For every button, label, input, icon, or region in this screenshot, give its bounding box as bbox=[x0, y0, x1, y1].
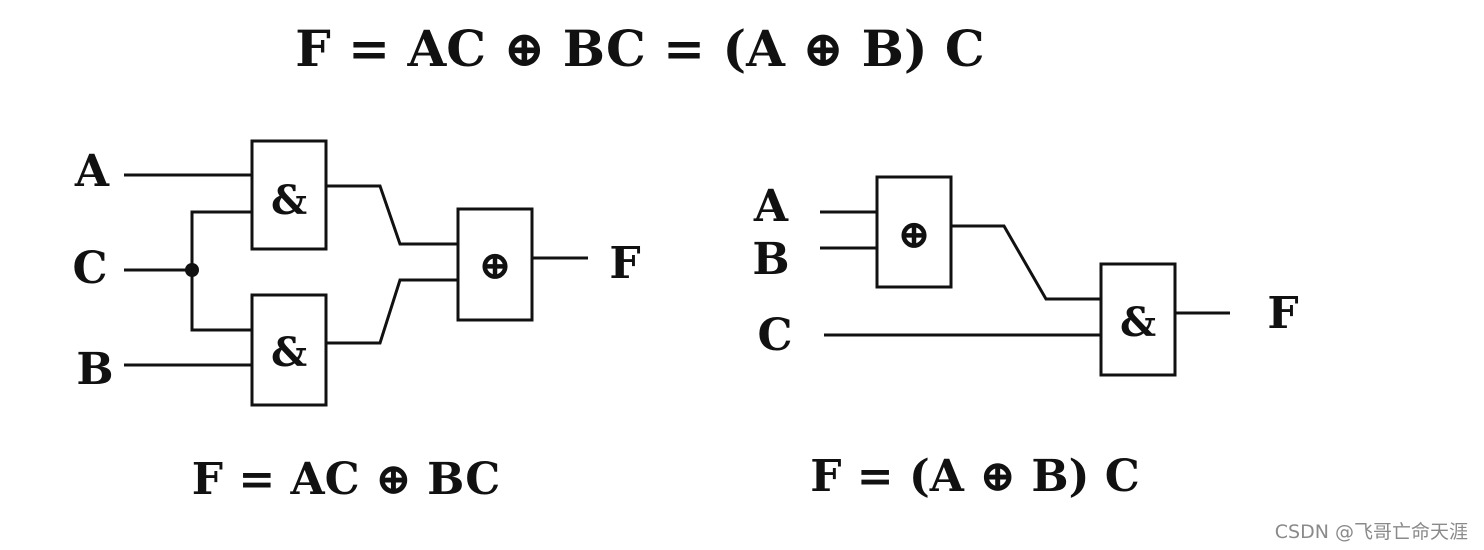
right-output-label: F bbox=[1267, 288, 1298, 339]
xor-gate bbox=[456, 207, 534, 322]
and-gate-bottom bbox=[250, 293, 328, 407]
left-input-b-label: B bbox=[76, 344, 113, 395]
junction-dot bbox=[185, 263, 199, 277]
right-circuit: A B C ⊕ & F F = (A ⊕ B) C bbox=[752, 175, 1299, 502]
left-input-a-label: A bbox=[74, 146, 110, 197]
xor-gate-right bbox=[875, 175, 953, 289]
and-gate-top bbox=[250, 139, 328, 251]
wire-and-top-to-xor bbox=[326, 184, 458, 246]
wire-c-branch bbox=[190, 210, 252, 332]
wire-xor-to-and bbox=[951, 224, 1101, 301]
xor-gate-symbol: ⊕ bbox=[478, 242, 512, 289]
and-gate-top-symbol: & bbox=[271, 177, 307, 224]
title-formula: F = AC ⊕ BC = (A ⊕ B) C bbox=[295, 19, 984, 78]
and-gate-right-symbol: & bbox=[1120, 299, 1156, 346]
and-gate-bottom-symbol: & bbox=[271, 329, 307, 376]
left-output-label: F bbox=[609, 238, 640, 289]
watermark-text: CSDN @飞哥亡命天涯 bbox=[1275, 521, 1468, 543]
left-caption: F = AC ⊕ BC bbox=[192, 454, 500, 505]
right-input-c-label: C bbox=[757, 310, 792, 361]
and-gate-right bbox=[1099, 262, 1177, 377]
left-input-c-label: C bbox=[72, 243, 107, 294]
left-circuit: A C B & & ⊕ F F = AC ⊕ BC bbox=[72, 139, 641, 505]
right-caption: F = (A ⊕ B) C bbox=[810, 451, 1140, 502]
xor-gate-right-symbol: ⊕ bbox=[897, 211, 931, 258]
wire-and-bottom-to-xor bbox=[326, 278, 458, 345]
right-input-b-label: B bbox=[752, 234, 789, 285]
right-input-a-label: A bbox=[753, 181, 789, 232]
